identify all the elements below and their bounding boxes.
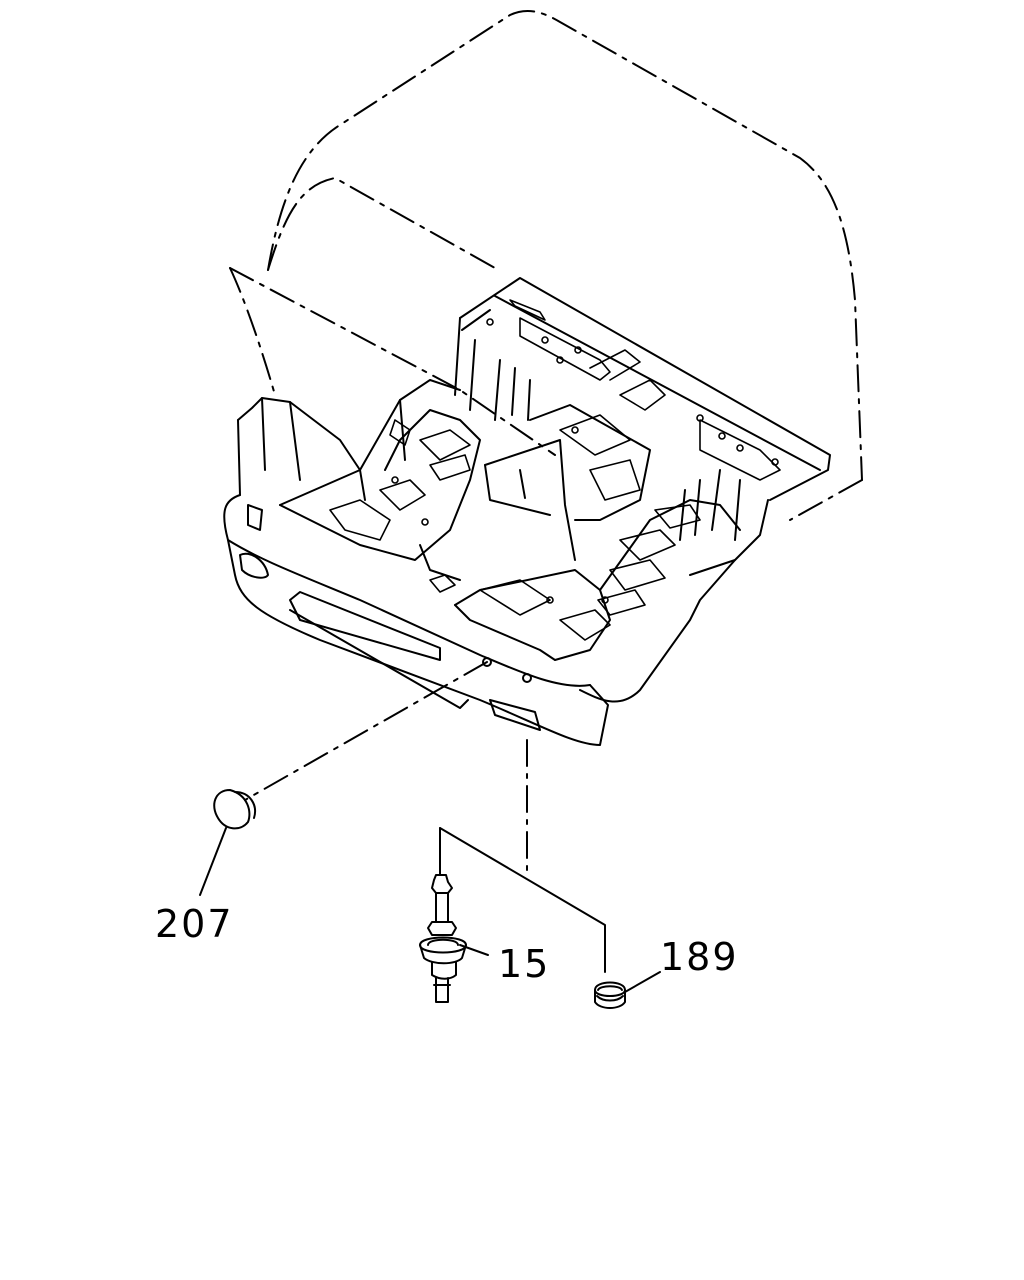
leader-line-207 [244, 661, 488, 801]
grommet-189 [594, 971, 661, 1009]
cab-outline [267, 9, 863, 521]
callout-bracket [439, 827, 606, 973]
callout-label-207: 207 [155, 902, 234, 946]
callout-label-189: 189 [660, 935, 739, 979]
floor-panel-assembly [279, 277, 831, 661]
callout-label-15: 15 [498, 942, 550, 986]
plug-207 [199, 789, 256, 896]
hood-outline [229, 267, 556, 456]
bolt-15 [419, 874, 489, 1003]
front-panel [223, 397, 736, 746]
